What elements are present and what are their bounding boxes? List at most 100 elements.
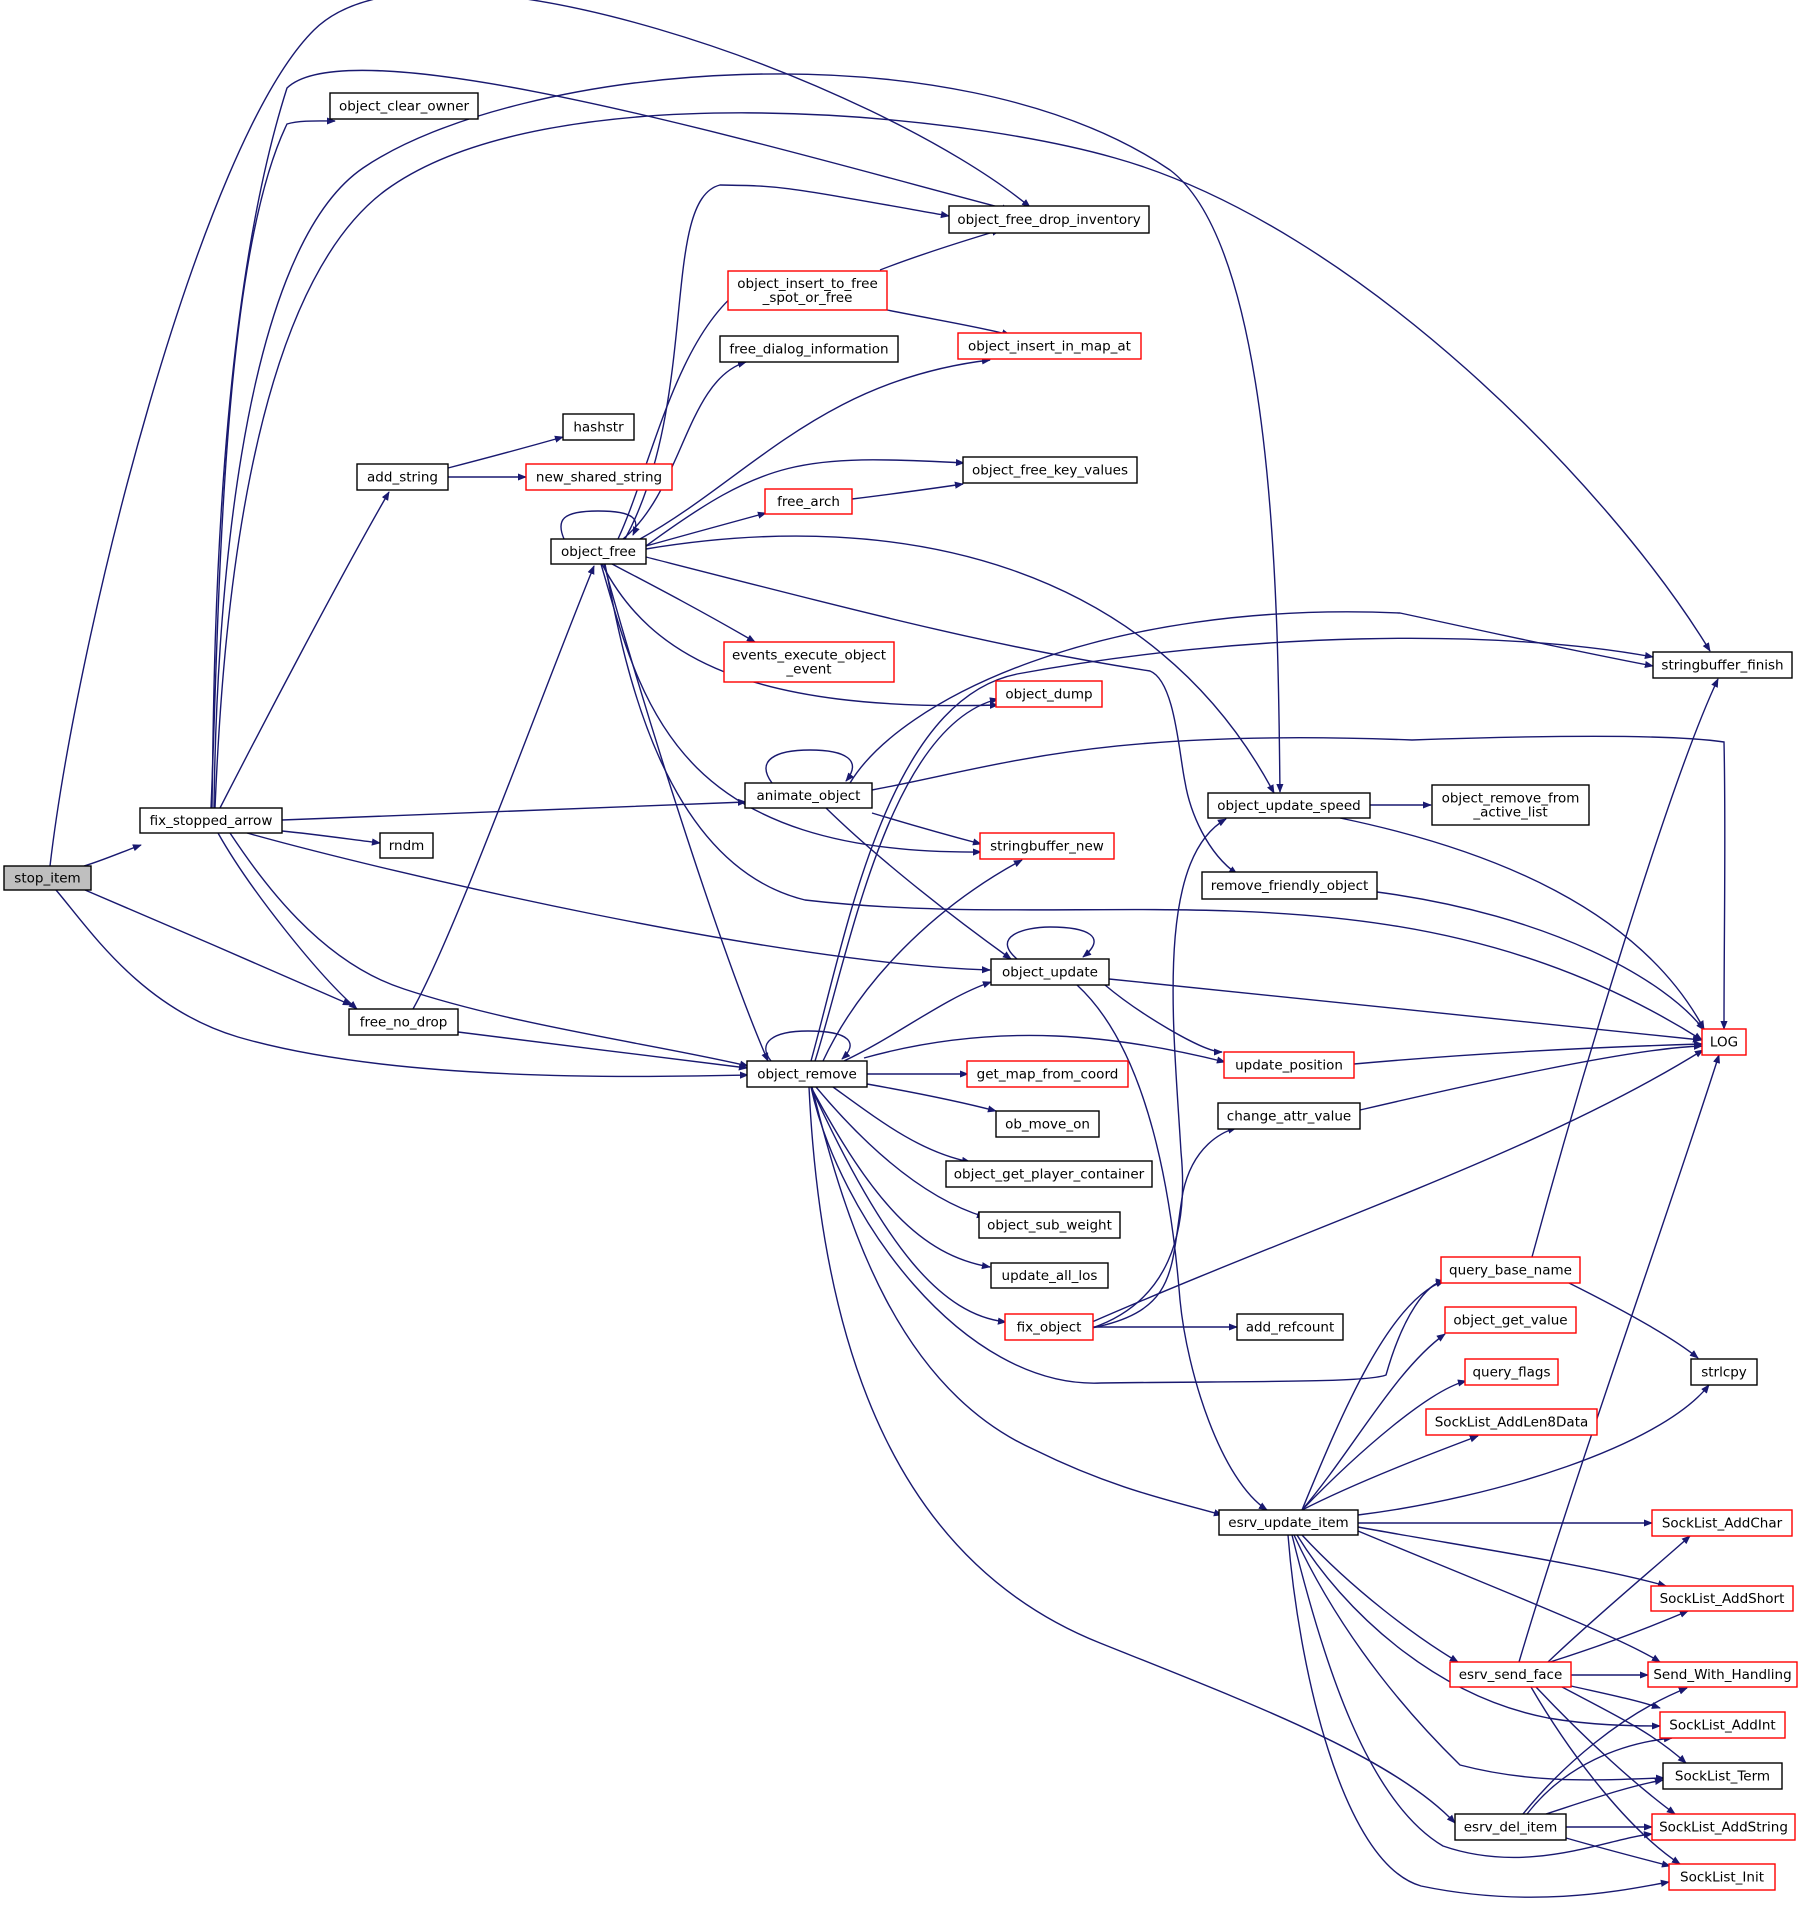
node-stringbuffer-finish[interactable]: stringbuffer_finish	[1652, 651, 1793, 679]
node-box	[990, 958, 1110, 986]
node-box	[719, 335, 899, 363]
edge-esrv-update-item-to-query-base-name	[1301, 1280, 1445, 1511]
node-query-flags[interactable]: query_flags	[1464, 1358, 1559, 1386]
node-fix-object[interactable]: fix_object	[1004, 1313, 1094, 1341]
node-label: object_remove_from	[1442, 791, 1580, 807]
node-box	[1651, 1509, 1793, 1537]
node-ob-move-on[interactable]: ob_move_on	[995, 1110, 1100, 1138]
node-object-get-value[interactable]: object_get_value	[1444, 1306, 1577, 1334]
node-label: esrv_send_face	[1459, 1667, 1563, 1683]
node-box	[962, 456, 1138, 484]
edge-object-remove-to-stringbuffer-finish	[810, 637, 1654, 1062]
node-label: rndm	[389, 838, 425, 854]
node-label: change_attr_value	[1227, 1109, 1351, 1125]
node-free-no-drop[interactable]: free_no_drop	[348, 1008, 459, 1036]
node-object-insert-to-free-spot-or-free[interactable]: object_insert_to_free_spot_or_free	[727, 270, 888, 311]
node-box	[525, 463, 673, 491]
node-box	[1464, 1358, 1559, 1386]
node-change-attr-value[interactable]: change_attr_value	[1217, 1102, 1361, 1130]
edge-animate-object-to-stringbuffer-new	[871, 812, 982, 846]
node-socklist-addstring[interactable]: SockList_AddString	[1651, 1813, 1796, 1841]
edge-object-remove-to-update-all-los	[810, 1086, 991, 1270]
node-label: object_free_key_values	[972, 463, 1128, 479]
node-label: update_all_los	[1002, 1268, 1098, 1284]
node-object-clear-owner[interactable]: object_clear_owner	[329, 92, 479, 120]
node-label: events_execute_object	[732, 648, 886, 664]
edge-esrv-update-item-to-socklist-addstring	[1291, 1534, 1653, 1859]
node-label: query_flags	[1472, 1365, 1550, 1381]
node-label: SockList_Term	[1675, 1769, 1770, 1785]
edge-add-string-to-hashstr	[447, 435, 564, 469]
node-object-update-speed[interactable]: object_update_speed	[1207, 792, 1371, 819]
edge-object-free-to-object-free	[560, 510, 640, 540]
node-log[interactable]: LOG	[1701, 1028, 1747, 1056]
node-send-with-handling[interactable]: Send_With_Handling	[1647, 1661, 1798, 1688]
node-socklist-addint[interactable]: SockList_AddInt	[1659, 1711, 1786, 1739]
edge-animate-object-to-object-update	[825, 807, 1012, 960]
node-label: SockList_AddShort	[1660, 1591, 1785, 1607]
node-socklist-init[interactable]: SockList_Init	[1668, 1863, 1776, 1891]
edge-object-remove-to-ob-move-on	[866, 1083, 997, 1113]
node-stop-item[interactable]: stop_item	[3, 865, 92, 891]
node-fix-stopped-arrow[interactable]: fix_stopped_arrow	[139, 807, 283, 834]
node-label: esrv_update_item	[1228, 1515, 1348, 1531]
node-object-free-drop-inventory[interactable]: object_free_drop_inventory	[948, 205, 1150, 234]
node-rndm[interactable]: rndm	[379, 832, 434, 859]
node-socklist-addchar[interactable]: SockList_AddChar	[1651, 1509, 1793, 1537]
node-box	[995, 680, 1103, 708]
node-update-all-los[interactable]: update_all_los	[990, 1262, 1109, 1289]
node-socklist-addshort[interactable]: SockList_AddShort	[1650, 1585, 1794, 1612]
node-object-insert-in-map-at[interactable]: object_insert_in_map_at	[957, 332, 1142, 360]
node-label: SockList_AddInt	[1669, 1718, 1775, 1734]
node-animate-object[interactable]: animate_object	[744, 782, 873, 809]
node-object-free-key-values[interactable]: object_free_key_values	[962, 456, 1138, 484]
edge-esrv-send-face-to-socklist-term	[1561, 1686, 1687, 1764]
node-box	[1650, 1585, 1794, 1612]
edge-esrv-update-item-to-send-with-handling	[1357, 1530, 1661, 1663]
edge-esrv-send-face-to-socklist-addchar	[1547, 1535, 1691, 1663]
node-object-remove-from-active-list[interactable]: object_remove_from_active_list	[1431, 784, 1590, 826]
node-socklist-term[interactable]: SockList_Term	[1662, 1762, 1783, 1790]
edge-stop-item-to-free-no-drop	[84, 889, 352, 1006]
node-label: object_insert_in_map_at	[968, 339, 1131, 355]
node-remove-friendly-object[interactable]: remove_friendly_object	[1201, 871, 1378, 900]
edge-fix-object-to-change-attr-value	[1091, 1126, 1237, 1329]
edge-query-base-name-to-stringbuffer-finish	[1531, 678, 1719, 1258]
node-new-shared-string[interactable]: new_shared_string	[525, 463, 673, 491]
node-label: stringbuffer_new	[990, 839, 1104, 855]
node-esrv-del-item[interactable]: esrv_del_item	[1454, 1813, 1567, 1841]
node-object-free[interactable]: object_free	[550, 538, 647, 565]
node-esrv-update-item[interactable]: esrv_update_item	[1218, 1509, 1359, 1536]
node-free-arch[interactable]: free_arch	[764, 488, 853, 515]
node-stringbuffer-new[interactable]: stringbuffer_new	[979, 832, 1115, 860]
edge-esrv-send-face-to-socklist-addstring	[1535, 1686, 1676, 1815]
node-label: object_clear_owner	[339, 99, 470, 115]
node-box	[1701, 1028, 1747, 1056]
node-esrv-send-face[interactable]: esrv_send_face	[1449, 1661, 1572, 1688]
node-box	[1647, 1661, 1798, 1688]
node-query-base-name[interactable]: query_base_name	[1440, 1256, 1581, 1284]
node-events-execute-object-event[interactable]: events_execute_object_event	[723, 641, 895, 683]
node-object-remove[interactable]: object_remove	[746, 1060, 868, 1088]
edge-object-remove-to-update-position	[863, 1034, 1226, 1064]
node-box	[3, 865, 92, 891]
node-label: object_update	[1002, 965, 1098, 981]
node-object-get-player-container[interactable]: object_get_player_container	[945, 1160, 1153, 1188]
node-label: Send_With_Handling	[1653, 1667, 1791, 1683]
node-add-string[interactable]: add_string	[356, 463, 449, 491]
node-strlcpy[interactable]: strlcpy	[1690, 1358, 1758, 1386]
node-free-dialog-information[interactable]: free_dialog_information	[719, 335, 899, 363]
node-add-refcount[interactable]: add_refcount	[1236, 1313, 1344, 1341]
node-object-sub-weight[interactable]: object_sub_weight	[978, 1211, 1121, 1239]
node-get-map-from-coord[interactable]: get_map_from_coord	[966, 1060, 1129, 1088]
node-box	[379, 832, 434, 859]
edge-esrv-del-item-to-send-with-handling	[1522, 1687, 1688, 1815]
node-hashstr[interactable]: hashstr	[562, 413, 635, 441]
node-box	[744, 782, 873, 809]
edge-object-update-to-update-position	[1104, 984, 1223, 1056]
node-update-position[interactable]: update_position	[1223, 1051, 1355, 1079]
node-object-dump[interactable]: object_dump	[995, 680, 1103, 708]
node-socklist-addlen8data[interactable]: SockList_AddLen8Data	[1425, 1408, 1598, 1436]
edge-object-insert-to-free-spot-or-free-to-object-insert-in-map-at	[886, 309, 1011, 337]
node-object-update[interactable]: object_update	[990, 958, 1110, 986]
